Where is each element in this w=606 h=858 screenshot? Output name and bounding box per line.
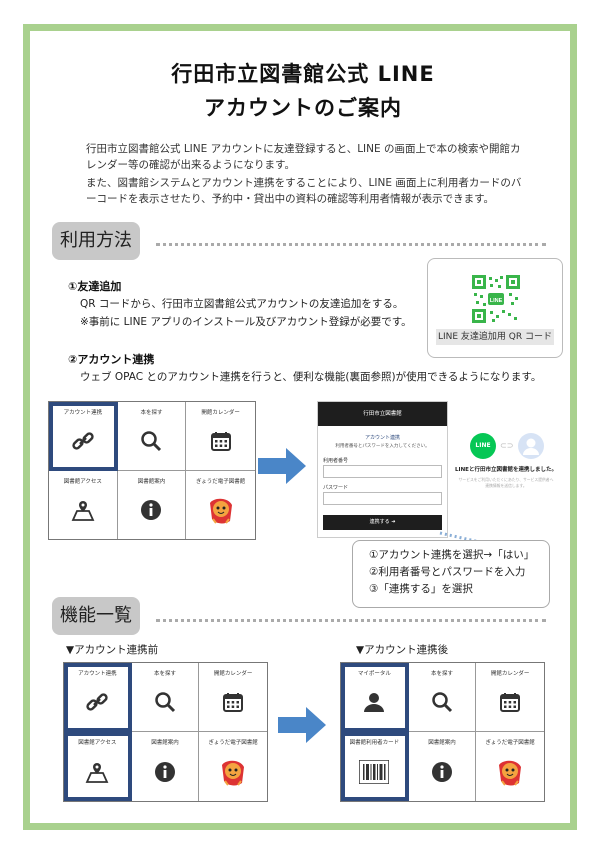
menu-label: 開館カレンダー <box>213 671 253 677</box>
menu-cell-account-link[interactable]: アカウント連携 <box>49 402 118 471</box>
link-submit-button[interactable]: 連携する ➜ <box>323 515 442 530</box>
rich-menu-before: アカウント連携 本を探す 開館カレンダー 図書館アクセス 図書館案内 ぎょうだ電… <box>63 662 268 802</box>
menu-label: 図書館アクセス <box>63 478 102 485</box>
arrow-right-icon <box>278 705 326 749</box>
step1-title: ①友達追加 <box>68 280 122 293</box>
menu-cell-search[interactable]: 本を探す <box>131 663 200 732</box>
menu-cell-ebook[interactable]: ぎょうだ電子図書館 <box>476 732 544 801</box>
menu-cell-guide[interactable]: 図書館案内 <box>118 470 187 539</box>
login-instruction: 利用者番号とパスワードを入力してください。 <box>335 444 430 449</box>
usage-divider <box>156 243 546 246</box>
menu-cell-access[interactable]: 図書館アクセス <box>49 470 118 539</box>
before-label: ▼アカウント連携前 <box>66 644 159 656</box>
id-label: 利用者番号 <box>323 458 349 464</box>
menu-cell-account-link[interactable]: アカウント連携 <box>64 663 132 732</box>
usage-heading: 利用方法 <box>52 222 140 260</box>
menu-label: 図書館アクセス <box>78 740 117 746</box>
step2-text: ウェブ OPAC とのアカウント連携を行うと、便利な機能(裏面参照)が使用できる… <box>80 371 542 383</box>
features-heading: 機能一覧 <box>52 597 140 635</box>
barcode-icon <box>358 758 391 788</box>
menu-cell-guide[interactable]: 図書館案内 <box>409 732 477 801</box>
callout-step-1: ①アカウント連携を選択→「はい」 <box>369 549 535 561</box>
menu-cell-search[interactable]: 本を探す <box>117 402 187 471</box>
map-pin-icon <box>84 760 110 788</box>
features-divider <box>156 619 546 622</box>
link-complete-message: LINEと行田市立図書館を連携しました。 <box>455 467 557 473</box>
menu-label: 本を探す <box>153 671 176 677</box>
rich-menu-after: マイポータル 本を探す 開館カレンダー 図書館利用者カード 図書館案内 ぎょうだ… <box>340 662 545 802</box>
page-title-line1: 行田市立図書館公式 LINE <box>171 62 435 86</box>
mascot-icon <box>218 757 248 791</box>
rich-menu-usage: アカウント連携 本を探す 開館カレンダー 図書館アクセス 図書館案内 ぎょうだ電… <box>48 401 256 540</box>
qr-box: LINE LINE 友達追加用 QR コード <box>427 258 563 358</box>
info-icon <box>140 499 162 525</box>
menu-label: アカウント連携 <box>63 410 103 416</box>
menu-cell-search[interactable]: 本を探す <box>408 663 477 732</box>
menu-label: 開館カレンダー <box>201 410 240 416</box>
arrow-right-icon <box>258 446 306 490</box>
step2-title: ②アカウント連携 <box>68 353 155 366</box>
svg-text:LINE: LINE <box>490 298 503 304</box>
menu-label: 図書館案内 <box>151 740 179 746</box>
qr-caption: LINE 友達追加用 QR コード <box>436 329 554 345</box>
link-subtext: サービスをご利用いただくにあたり、サービス提供者へ連携情報を送信します。 <box>458 477 554 488</box>
intro-paragraph-1: 行田市立図書館公式 LINE アカウントに友達登録すると、LINE の画面上で本… <box>86 143 521 171</box>
menu-label: ぎょうだ電子図書館 <box>485 740 535 746</box>
callout-step-3: ③「連携する」を選択 <box>369 583 473 595</box>
user-icon <box>362 690 386 718</box>
mascot-icon <box>206 495 236 529</box>
menu-label: ぎょうだ電子図書館 <box>196 478 246 485</box>
menu-cell-guide[interactable]: 図書館案内 <box>132 732 200 801</box>
menu-label: 図書館案内 <box>137 478 166 485</box>
password-field[interactable] <box>323 492 442 505</box>
calendar-icon <box>222 691 244 717</box>
user-id-field[interactable] <box>323 465 442 478</box>
link-icon <box>71 429 95 457</box>
callout-step-2: ②利用者番号とパスワードを入力 <box>369 566 526 578</box>
link-icon <box>85 690 109 718</box>
menu-label: 本を探す <box>430 671 453 677</box>
login-header: 行田市立図書館 <box>318 402 447 426</box>
map-pin-icon <box>70 498 96 526</box>
step1-text: QR コードから、行田市立図書館公式アカウントの友達追加をする。 <box>80 298 404 310</box>
calendar-icon <box>210 430 232 456</box>
menu-label: 図書館案内 <box>428 740 456 746</box>
line-logo: LINE <box>470 433 496 459</box>
menu-cell-ebook[interactable]: ぎょうだ電子図書館 <box>199 732 267 801</box>
intro-paragraph-2: また、図書館システムとアカウント連携をすることにより、LINE 画面上に利用者カ… <box>86 177 522 205</box>
calendar-icon <box>499 691 521 717</box>
menu-label: 開館カレンダー <box>490 671 530 677</box>
menu-label: アカウント連携 <box>78 671 117 677</box>
user-avatar-icon <box>518 433 544 459</box>
mascot-icon <box>495 757 525 791</box>
menu-cell-calendar[interactable]: 開館カレンダー <box>186 402 255 471</box>
info-icon <box>154 761 176 787</box>
page-title-line2: アカウントのご案内 <box>204 96 402 120</box>
info-icon <box>431 761 453 787</box>
menu-label: ぎょうだ電子図書館 <box>208 740 258 746</box>
after-label: ▼アカウント連携後 <box>356 644 449 656</box>
menu-cell-my-portal[interactable]: マイポータル <box>341 663 409 732</box>
menu-cell-user-card[interactable]: 図書館利用者カード <box>341 732 409 801</box>
menu-label: マイポータル <box>357 671 391 677</box>
steps-callout: ①アカウント連携を選択→「はい」 ②利用者番号とパスワードを入力 ③「連携する」… <box>352 540 550 608</box>
login-link-text: アカウント連携 <box>364 435 400 441</box>
login-screen: 行田市立図書館 アカウント連携 利用者番号とパスワードを入力してください。 利用… <box>317 401 448 538</box>
link-chain-icon: ⊂⊃ <box>500 441 514 450</box>
menu-cell-calendar[interactable]: 開館カレンダー <box>199 663 267 732</box>
search-icon <box>139 429 163 457</box>
menu-cell-ebook[interactable]: ぎょうだ電子図書館 <box>186 471 255 540</box>
search-icon <box>153 690 177 718</box>
step1-note: ※事前に LINE アプリのインストール及びアカウント登録が必要です。 <box>80 316 412 328</box>
menu-cell-calendar[interactable]: 開館カレンダー <box>476 663 544 732</box>
menu-cell-access[interactable]: 図書館アクセス <box>64 732 132 801</box>
password-label: パスワード <box>323 485 349 491</box>
search-icon <box>430 690 454 718</box>
menu-label: 図書館利用者カード <box>349 740 400 746</box>
qr-code-icon[interactable]: LINE <box>472 275 520 323</box>
menu-label: 本を探す <box>140 410 163 416</box>
line-link-screen: LINE ⊂⊃ LINEと行田市立図書館を連携しました。 サービスをご利用いただ… <box>452 403 560 511</box>
